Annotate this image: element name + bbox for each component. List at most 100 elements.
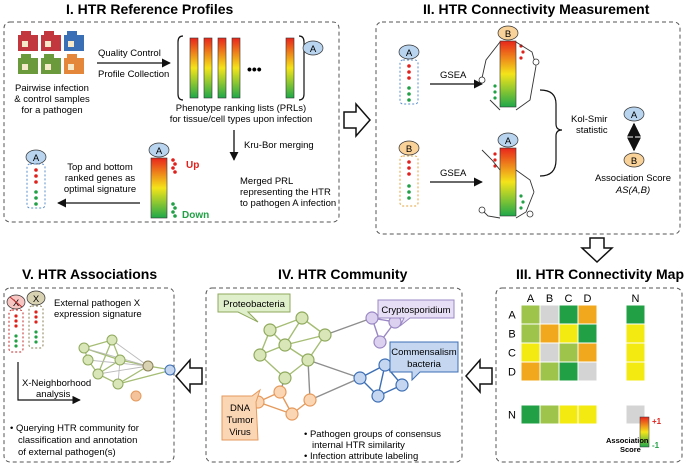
commensalism-label-2: bacteria <box>407 359 442 370</box>
matrix-cell <box>520 304 541 325</box>
x-sig-dots <box>14 310 38 348</box>
signature-label-3: optimal signature <box>64 184 136 195</box>
matrix-n-col-cell <box>625 304 646 325</box>
community-bullet-1-cont: internal HTR similarity <box>312 440 405 451</box>
matrix-cell <box>558 323 579 344</box>
prl-b-label: B <box>505 29 511 40</box>
samples-label-3: for a pathogen <box>21 105 82 116</box>
es-curve-top <box>481 41 537 111</box>
matrix-row-label: A <box>508 310 516 322</box>
merged-prl-bar <box>150 157 168 219</box>
neighborhood-label-2: analysis <box>36 389 71 400</box>
association-network <box>78 334 176 402</box>
matrix-row-label: D <box>508 367 516 379</box>
panel-3-title: III. HTR Connectivity Map <box>516 266 684 282</box>
matrix-cell <box>558 361 579 382</box>
es-curve-bottom <box>481 149 535 219</box>
kol-smir-brace <box>539 89 563 177</box>
community-bullet-2: • Infection attribute labeling <box>304 451 418 462</box>
signature-label-2: ranked genes as <box>65 173 135 184</box>
sig-b-dots <box>407 160 411 200</box>
matrix-row-label: B <box>508 329 515 341</box>
score-a-label: A <box>631 110 638 121</box>
prl-a-label: A <box>505 136 512 147</box>
pathogen-a-badge <box>302 40 324 56</box>
x-badge-tan-label: X <box>33 294 40 305</box>
sample-icons <box>18 31 84 74</box>
query-bullet-3: of external pathogen(s) <box>18 447 116 458</box>
panel-2-border <box>375 21 681 235</box>
matrix-n-col-label: N <box>632 293 640 305</box>
matrix-col-label: C <box>565 293 573 305</box>
association-score-label: Association Score <box>595 173 671 184</box>
panel-1-border <box>3 21 340 223</box>
down-label: Down <box>182 210 209 221</box>
matrix-col-label: D <box>584 293 592 305</box>
merged-prl-label-3: to pathogen A infection <box>240 198 336 209</box>
panel-1-title: I. HTR Reference Profiles <box>66 1 233 17</box>
kol-smir-label-1: Kol-Smir <box>571 114 607 125</box>
matrix-n-row-label: N <box>508 410 516 422</box>
matrix-n-col-cell <box>625 342 646 363</box>
external-pathogen-label-2: expression signature <box>54 309 142 320</box>
community-bullet-1: • Pathogen groups of consensus <box>304 429 441 440</box>
sig-b-box <box>399 155 419 207</box>
matrix-cell <box>577 323 598 344</box>
matrix-cell <box>539 342 560 363</box>
sig-a-box <box>399 59 419 105</box>
pathogen-a-badge-label: A <box>310 44 317 55</box>
sample-icon-red-1 <box>18 31 38 51</box>
panel-htr-associations: V. HTR Associations X X External pathoge… <box>3 266 176 463</box>
profile-collection-label: Profile Collection <box>98 69 169 80</box>
samples-label-1: Pairwise infection <box>15 83 89 94</box>
merged-a-badge <box>148 142 170 158</box>
prl-b-bar <box>499 40 517 108</box>
score-b-label: B <box>631 156 637 167</box>
matrix-n-row-cell <box>539 404 560 425</box>
matrix-n-row-cell <box>520 404 541 425</box>
prl-gradient-bars <box>189 37 295 99</box>
matrix-n-col-cell <box>625 361 646 382</box>
prl-bracket-left <box>177 35 184 101</box>
sample-icon-green-2 <box>41 54 61 74</box>
prl-bracket-right <box>298 35 305 101</box>
matrix-cell <box>520 361 541 382</box>
merged-up-dots <box>171 158 177 174</box>
dna-tumor-virus-label-2: Tumor <box>226 415 253 426</box>
legend-minus-one: -1 <box>652 441 660 450</box>
merged-down-dots <box>171 202 177 218</box>
arrow-panel1-to-panel2 <box>343 102 371 138</box>
sample-icon-blue <box>64 31 84 51</box>
proteobacteria-label: Proteobacteria <box>223 299 286 310</box>
arrow-panel2-to-panel3 <box>580 237 614 264</box>
panel-3-border <box>495 287 683 463</box>
signature-a-label: A <box>33 153 40 164</box>
merged-a-label: A <box>156 146 163 157</box>
panel-5-title: V. HTR Associations <box>22 266 157 282</box>
matrix-cell <box>539 361 560 382</box>
up-label: Up <box>186 160 199 171</box>
arrow-panel3-to-panel4 <box>465 358 493 394</box>
score-legend-bar <box>639 416 650 448</box>
prl-caption-2: for tissue/cell types upon infection <box>170 114 313 125</box>
matrix-cell <box>539 323 560 344</box>
prl-bar-n <box>285 37 295 99</box>
matrix-col-label: B <box>546 293 553 305</box>
sig-a-dots <box>407 64 411 102</box>
samples-label-2: & control samples <box>14 94 90 105</box>
prl-bar-1 <box>189 37 199 99</box>
es-point-top-right <box>532 58 540 66</box>
matrix-cell <box>558 342 579 363</box>
panel-4-title: IV. HTR Community <box>278 266 408 282</box>
matrix-row-label: C <box>508 348 516 360</box>
prl-bar-4 <box>231 37 241 99</box>
neighborhood-label-1: X-Neighborhood <box>22 378 91 389</box>
gsea-label-top: GSEA <box>440 70 467 81</box>
matrix-cell <box>577 361 598 382</box>
dna-tumor-virus-callout: DNA Tumor Virus <box>221 388 261 441</box>
query-bullet-2: classification and annotation <box>18 435 137 446</box>
proteobacteria-callout: Proteobacteria <box>217 293 291 323</box>
x-badge-red-label: X <box>13 298 20 309</box>
